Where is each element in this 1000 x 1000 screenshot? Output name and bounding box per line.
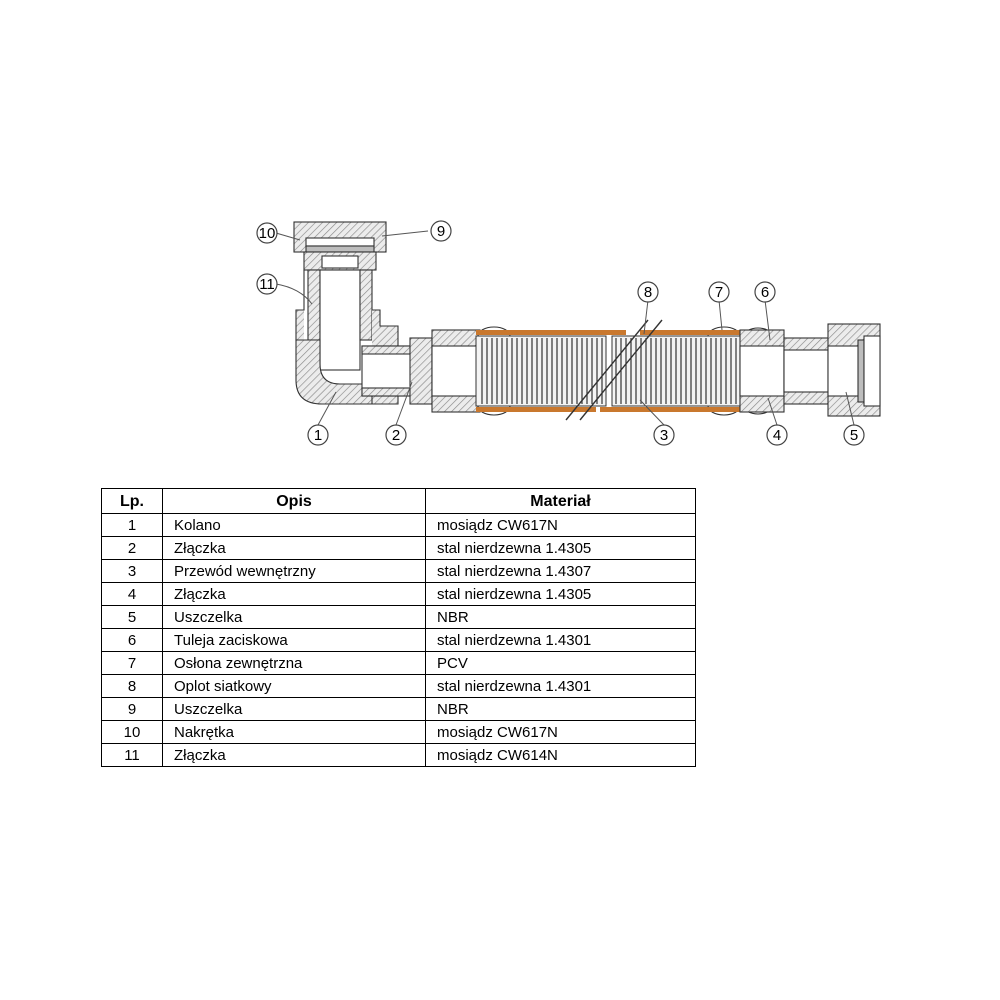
row-opis: Nakrętka (162, 720, 426, 744)
callout-10: 10 (256, 222, 278, 244)
callout-label: 5 (850, 427, 858, 444)
callout-label: 3 (660, 427, 668, 444)
header-material: Materiał (425, 488, 696, 514)
row-opis: Oplot siatkowy (162, 674, 426, 698)
callout-5: 5 (843, 424, 865, 446)
callout-4: 4 (766, 424, 788, 446)
row-lp: 2 (101, 536, 163, 560)
callout-7: 7 (708, 281, 730, 303)
row-lp: 7 (101, 651, 163, 675)
callout-label: 11 (259, 276, 275, 293)
row-material: mosiądz CW617N (425, 513, 696, 537)
row-lp: 9 (101, 697, 163, 721)
row-material: stal nierdzewna 1.4301 (425, 674, 696, 698)
row-opis: Kolano (162, 513, 426, 537)
row-opis: Uszczelka (162, 697, 426, 721)
callout-label: 10 (259, 225, 276, 242)
callout-label: 9 (437, 223, 445, 240)
row-lp: 10 (101, 720, 163, 744)
row-lp: 1 (101, 513, 163, 537)
row-lp: 8 (101, 674, 163, 698)
callout-6: 6 (754, 281, 776, 303)
hose-assembly-drawing: 1 2 3 4 5 6 7 8 9 10 11 (256, 220, 881, 446)
callout-label: 6 (761, 284, 769, 301)
row-lp: 6 (101, 628, 163, 652)
row-material: NBR (425, 697, 696, 721)
row-opis: Złączka (162, 536, 426, 560)
callout-1: 1 (307, 424, 329, 446)
callout-label: 8 (644, 284, 652, 301)
table-header-row: Lp. Opis Materiał (101, 488, 696, 514)
row-material: mosiądz CW617N (425, 720, 696, 744)
row-lp: 5 (101, 605, 163, 629)
header-lp: Lp. (101, 488, 163, 514)
callout-label: 1 (314, 427, 322, 444)
row-lp: 11 (101, 743, 163, 767)
callout-11: 11 (256, 273, 278, 295)
callout-label: 4 (773, 427, 781, 444)
row-material: PCV (425, 651, 696, 675)
header-opis: Opis (162, 488, 426, 514)
row-opis: Uszczelka (162, 605, 426, 629)
row-material: stal nierdzewna 1.4307 (425, 559, 696, 583)
callout-label: 7 (715, 284, 723, 301)
row-opis: Osłona zewnętrzna (162, 651, 426, 675)
hose-left-segment (475, 330, 626, 412)
row-lp: 4 (101, 582, 163, 606)
row-material: mosiądz CW614N (425, 743, 696, 767)
row-lp: 3 (101, 559, 163, 583)
row-material: stal nierdzewna 1.4305 (425, 582, 696, 606)
row-opis: Złączka (162, 743, 426, 767)
callout-3: 3 (653, 424, 675, 446)
row-opis: Przewód wewnętrzny (162, 559, 426, 583)
row-material: stal nierdzewna 1.4301 (425, 628, 696, 652)
callout-2: 2 (385, 424, 407, 446)
row-opis: Złączka (162, 582, 426, 606)
row-material: stal nierdzewna 1.4305 (425, 536, 696, 560)
callout-label: 2 (392, 427, 400, 444)
callout-9: 9 (430, 220, 452, 242)
row-material: NBR (425, 605, 696, 629)
callout-8: 8 (637, 281, 659, 303)
row-opis: Tuleja zaciskowa (162, 628, 426, 652)
hose-right-segment (600, 330, 741, 412)
